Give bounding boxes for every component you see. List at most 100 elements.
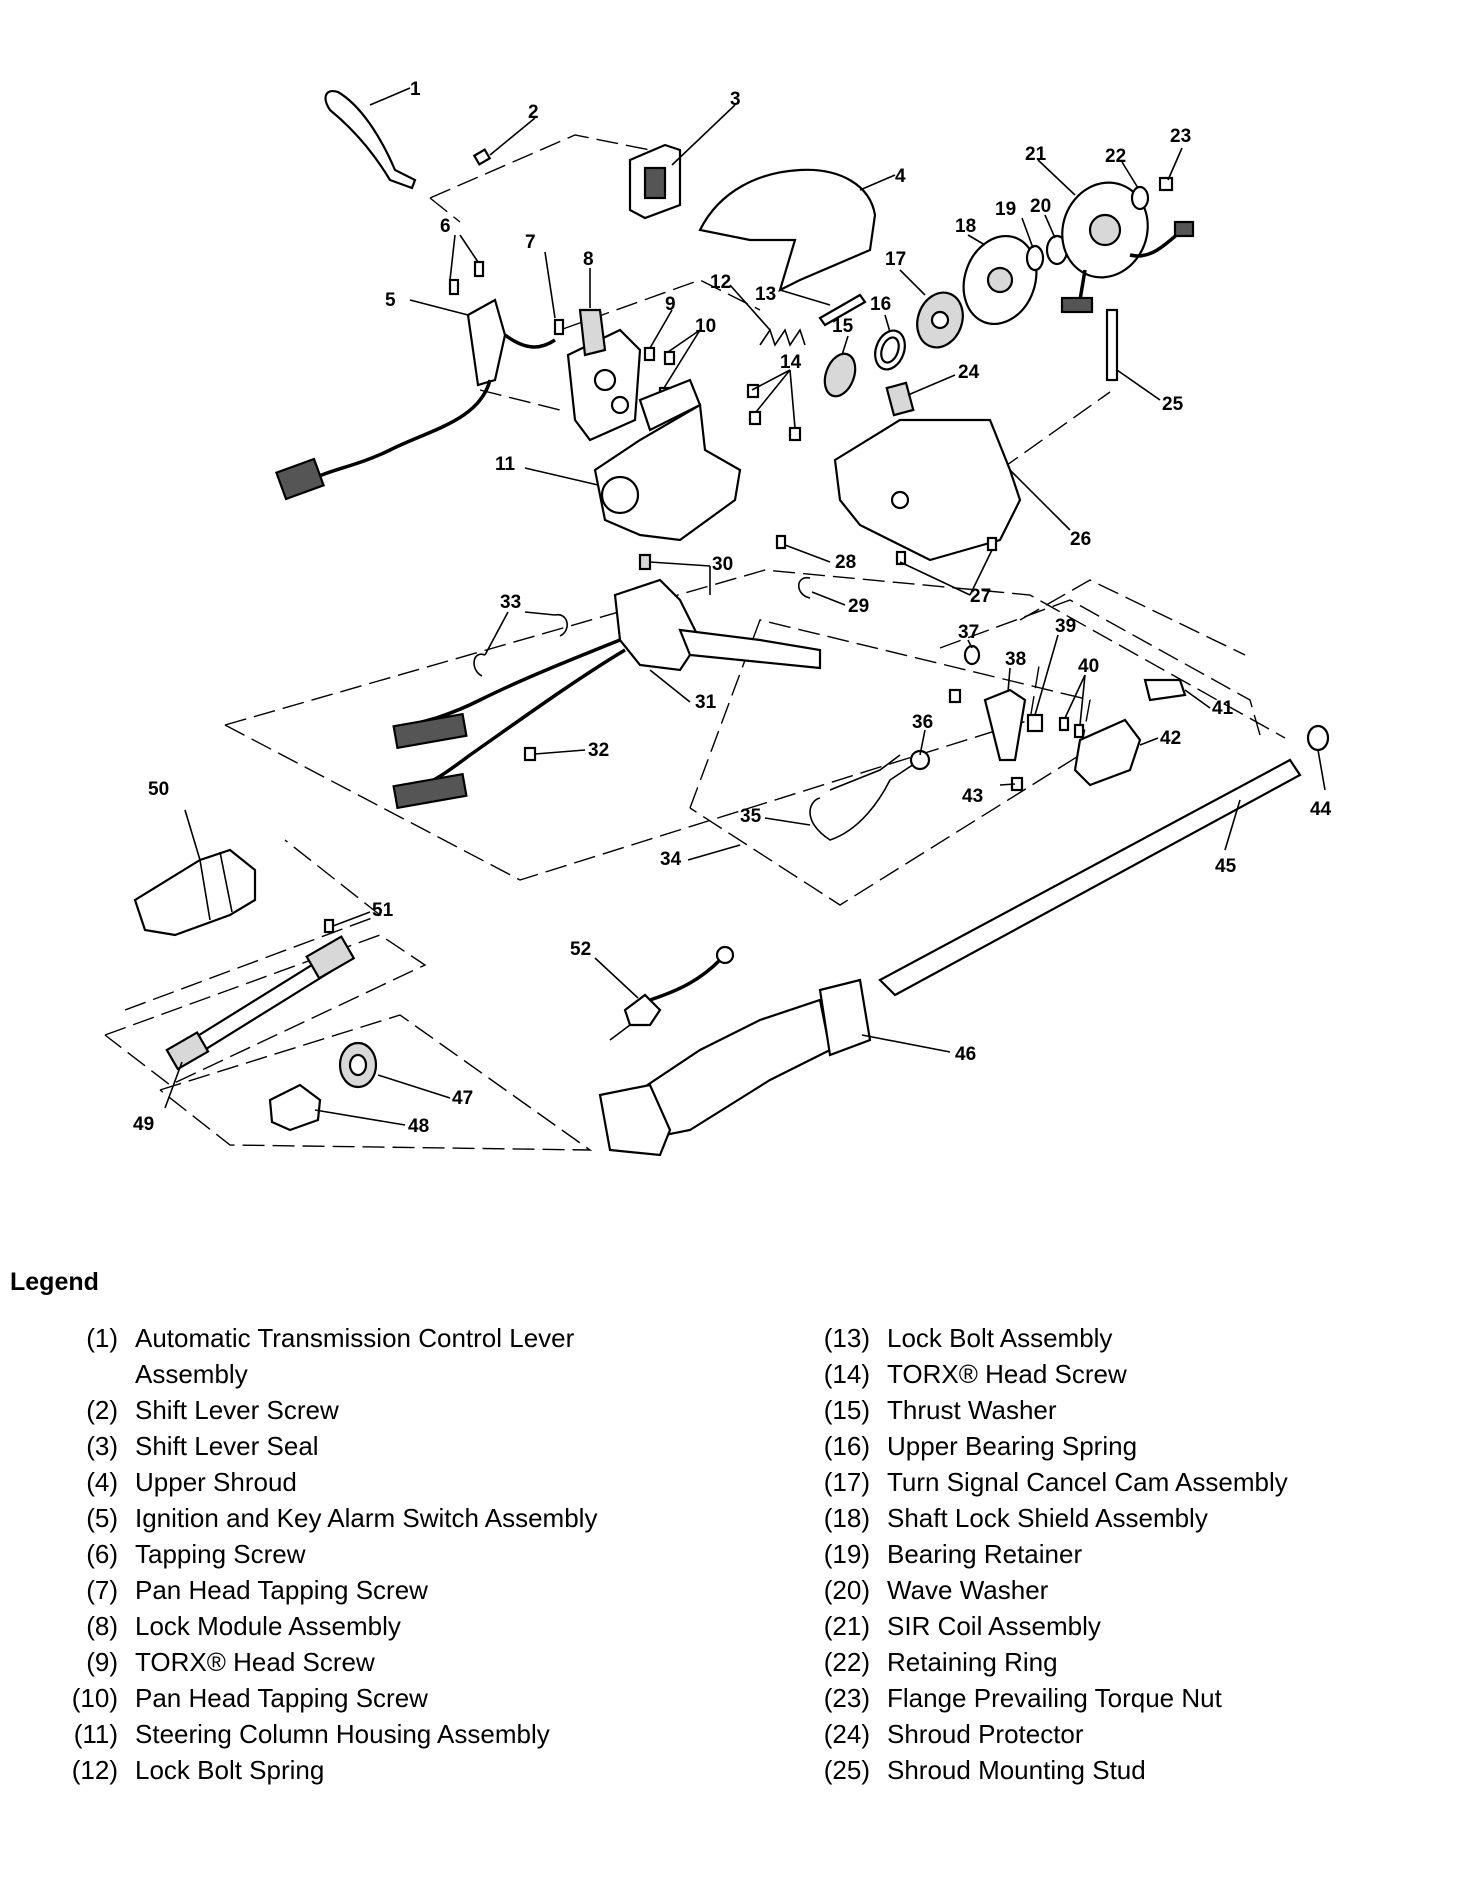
legend-item: (5)Ignition and Key Alarm Switch Assembl…: [60, 1500, 660, 1536]
callout-31: 31: [695, 692, 717, 713]
legend-item: (24)Shroud Protector: [815, 1716, 1435, 1752]
callout-24: 24: [958, 362, 980, 383]
callout-19: 19: [995, 199, 1016, 220]
part-32-33-screw-clips: [473, 613, 568, 762]
legend-item-number: (21): [823, 1611, 870, 1641]
part-21-sir-coil: [1060, 181, 1195, 314]
legend-item-text: TORX® Head Screw: [887, 1359, 1127, 1389]
legend-item-number: (13): [823, 1323, 870, 1353]
callout-13: 13: [755, 284, 776, 305]
part-26-lower-shroud: [833, 418, 1022, 562]
part-19-20-retainer-washer: [1025, 234, 1069, 272]
part-11-column-housing: [593, 378, 742, 542]
part-47-48-bearing-retainer: [268, 1041, 378, 1132]
legend-item-number: (6): [86, 1539, 118, 1569]
callout-27: 27: [970, 586, 991, 607]
legend-item-number: (12): [71, 1755, 118, 1785]
callout-47: 47: [452, 1088, 473, 1109]
legend-item: (15)Thrust Washer: [815, 1392, 1435, 1428]
legend-item: (20)Wave Washer: [815, 1572, 1435, 1608]
callout-38: 38: [1005, 649, 1026, 670]
legend-item-text: Shroud Protector: [887, 1719, 1084, 1749]
callout-28: 28: [835, 552, 856, 573]
legend-left-column: (1)Automatic Transmission Control Lever …: [60, 1320, 660, 1788]
legend-item-text: Upper Bearing Spring: [887, 1431, 1138, 1461]
callout-37: 37: [958, 622, 979, 643]
legend-item-number: (9): [86, 1647, 118, 1677]
part-52-sensor: [609, 945, 735, 1041]
legend-item-text: Lock Module Assembly: [135, 1611, 401, 1641]
legend-item: (22)Retaining Ring: [815, 1644, 1435, 1680]
legend-item-number: (5): [86, 1503, 118, 1533]
legend-item-text: Upper Shroud: [135, 1467, 297, 1497]
legend-item-text: Shroud Mounting Stud: [887, 1755, 1146, 1785]
callout-30: 30: [712, 554, 733, 575]
part-12-lock-bolt-spring: [759, 328, 806, 347]
legend-item-text: Steering Column Housing Assembly: [135, 1719, 550, 1749]
part-3-shift-lever-seal: [628, 143, 682, 220]
legend-item-text: Automatic Transmission Control Lever Ass…: [135, 1323, 575, 1389]
callout-15: 15: [832, 316, 854, 337]
legend-item: (14) TORX® Head Screw: [815, 1356, 1435, 1392]
legend-item-text: Lock Bolt Spring: [135, 1755, 325, 1785]
legend-item: (9) TORX® Head Screw: [60, 1644, 660, 1680]
part-5-ignition-switch: [275, 298, 556, 501]
legend-item-text: Thrust Washer: [887, 1395, 1057, 1425]
legend-item-number: (17): [823, 1467, 870, 1497]
legend-item-number: (7): [86, 1575, 118, 1605]
legend-item-number: (25): [823, 1755, 870, 1785]
callout-18: 18: [955, 216, 976, 237]
legend-item-number: (20): [823, 1575, 870, 1605]
callout-21: 21: [1025, 144, 1047, 165]
exploded-steering-column-diagram: 1 2 3 4 5 6 7 8 9 10 11 12 13 14 15 16 1…: [104, 79, 1332, 1157]
part-15-thrust-washer: [823, 352, 857, 398]
callout-40: 40: [1078, 656, 1099, 677]
legend-item-text: TORX® Head Screw: [135, 1647, 375, 1677]
part-49-51-intermediate-shaft: [165, 918, 356, 1071]
callout-11: 11: [495, 454, 516, 475]
callout-20: 20: [1030, 196, 1051, 217]
part-25-mounting-stud: [1105, 308, 1119, 382]
callout-25: 25: [1162, 394, 1184, 415]
part-8-lock-module: [566, 308, 642, 442]
legend-item-number: (8): [86, 1611, 118, 1641]
callout-35: 35: [740, 806, 762, 827]
callout-42: 42: [1160, 728, 1181, 749]
legend-item: (6)Tapping Screw: [60, 1536, 660, 1572]
callout-9: 9: [665, 294, 676, 315]
callout-numbers: 1 2 3 4 5 6 7 8 9 10 11 12 13 14 15 16 1…: [133, 79, 1332, 1137]
legend-item: (18)Shaft Lock Shield Assembly: [815, 1500, 1435, 1536]
legend-item: (11)Steering Column Housing Assembly: [60, 1716, 660, 1752]
part-13-lock-bolt: [818, 293, 867, 327]
callout-8: 8: [583, 249, 594, 270]
callout-39: 39: [1055, 616, 1076, 637]
part-24-shroud-protector: [885, 381, 915, 417]
callout-1: 1: [410, 79, 421, 100]
part-2-shift-lever-screw: [472, 148, 492, 166]
part-31-switch-assembly: [392, 553, 822, 810]
part-29-clip: [797, 577, 811, 599]
callout-48: 48: [408, 1116, 429, 1137]
legend-item-number: (14): [823, 1359, 870, 1389]
legend-item: (19)Bearing Retainer: [815, 1536, 1435, 1572]
callout-23: 23: [1170, 126, 1191, 147]
legend-item-text: Shift Lever Screw: [135, 1395, 339, 1425]
callout-7: 7: [525, 232, 536, 253]
legend-item: (10)Pan Head Tapping Screw: [60, 1680, 660, 1716]
legend-item-number: (16): [823, 1431, 870, 1461]
legend-item: (2)Shift Lever Screw: [60, 1392, 660, 1428]
part-17-cancel-cam: [916, 291, 964, 349]
callout-46: 46: [955, 1044, 976, 1065]
callout-3: 3: [730, 89, 741, 110]
part-50-boot: [133, 848, 257, 937]
legend-item: (3)Shift Lever Seal: [60, 1428, 660, 1464]
legend-item-text: Pan Head Tapping Screw: [135, 1683, 428, 1713]
part-4-upper-shroud: [698, 168, 877, 293]
legend-item-text: Shaft Lock Shield Assembly: [887, 1503, 1208, 1533]
legend-item-text: Pan Head Tapping Screw: [135, 1575, 428, 1605]
legend-item: (23)Flange Prevailing Torque Nut: [815, 1680, 1435, 1716]
callout-33: 33: [500, 592, 521, 613]
legend-title: Legend: [10, 1268, 99, 1296]
callout-29: 29: [848, 596, 869, 617]
callout-32: 32: [588, 740, 609, 761]
